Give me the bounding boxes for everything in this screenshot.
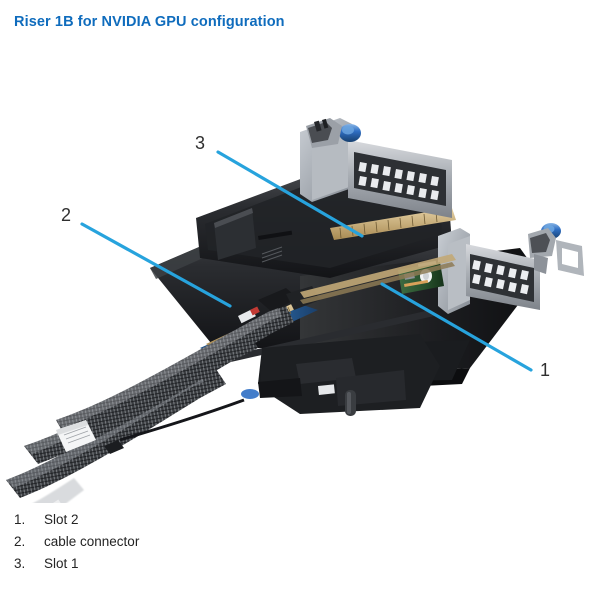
legend-item: 2. cable connector [14, 534, 414, 556]
legend-item-number: 1. [14, 512, 26, 527]
figure-riser-photo: 3 2 1 [0, 48, 600, 503]
upper-blue-latch [306, 118, 361, 148]
legend-item-number: 3. [14, 556, 26, 571]
figure-legend: 1. Slot 2 2. cable connector 3. Slot 1 [14, 512, 414, 578]
legend-item-number: 2. [14, 534, 26, 549]
cable-label-tag [56, 420, 96, 452]
legend-item-label: Slot 1 [44, 556, 79, 571]
legend-item: 3. Slot 1 [14, 556, 414, 578]
right-blue-latch [528, 223, 584, 276]
page-title: Riser 1B for NVIDIA GPU configuration [14, 14, 285, 30]
lower-chassis [241, 334, 440, 416]
legend-item: 1. Slot 2 [14, 512, 414, 534]
legend-item-label: Slot 2 [44, 512, 79, 527]
cable-harness [6, 306, 294, 503]
riser-photograph [6, 118, 584, 503]
legend-item-label: cable connector [44, 534, 140, 549]
